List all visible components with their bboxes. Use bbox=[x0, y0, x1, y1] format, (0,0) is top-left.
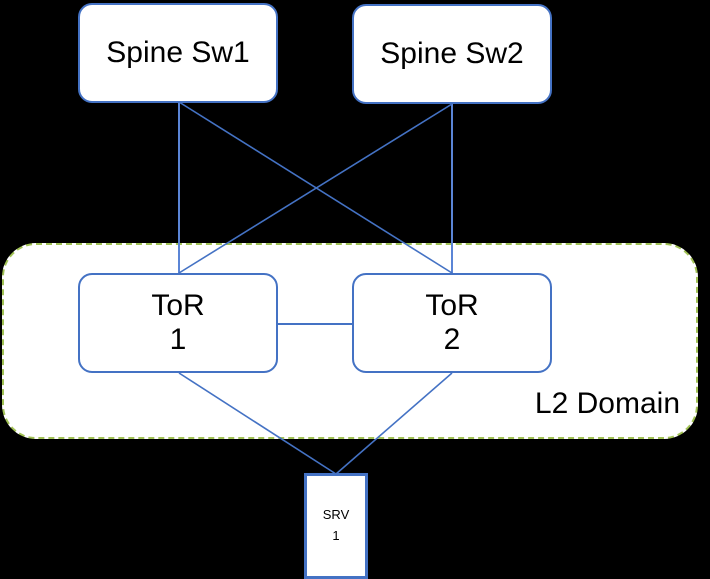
node-tor-1-index: 1 bbox=[169, 323, 187, 356]
node-srv-1-index: 1 bbox=[332, 528, 340, 543]
node-tor-2-index: 2 bbox=[443, 323, 461, 356]
node-spine-sw1[interactable]: Spine Sw1 bbox=[78, 3, 278, 103]
node-tor-2-label: ToR bbox=[425, 289, 479, 323]
node-tor-2[interactable]: ToR 2 bbox=[352, 273, 552, 373]
node-spine-sw1-label: Spine Sw1 bbox=[106, 36, 250, 70]
node-tor-1[interactable]: ToR 1 bbox=[78, 273, 278, 373]
l2-domain-label: L2 Domain bbox=[534, 387, 680, 420]
node-tor-1-label: ToR bbox=[151, 289, 205, 323]
node-srv-1-label: SRV bbox=[322, 507, 350, 523]
node-spine-sw2-label: Spine Sw2 bbox=[380, 37, 524, 71]
node-srv-1[interactable]: SRV 1 bbox=[304, 473, 368, 579]
node-spine-sw2[interactable]: Spine Sw2 bbox=[352, 4, 552, 104]
